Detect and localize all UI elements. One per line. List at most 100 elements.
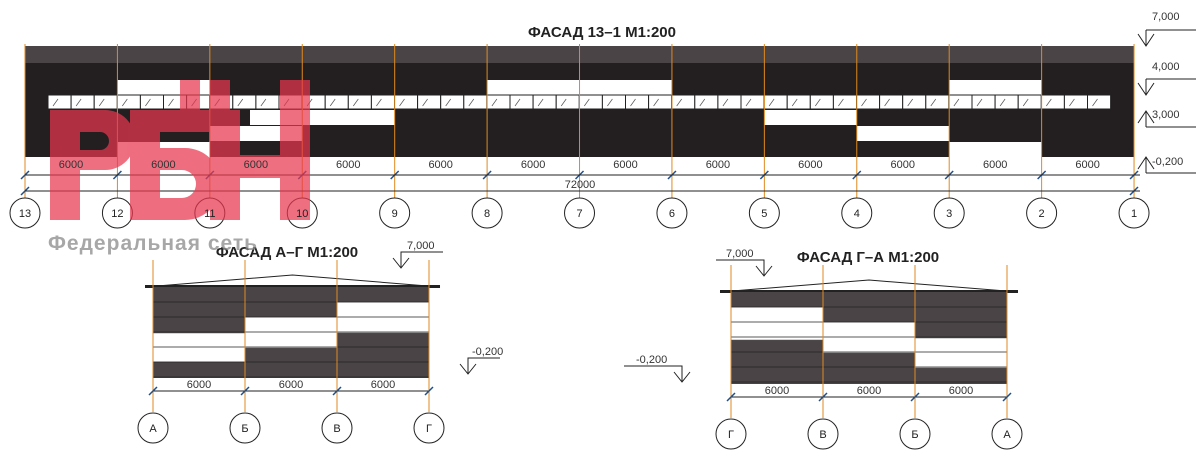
level-value: -0,200 [1152, 156, 1183, 168]
dimension-tick [332, 386, 342, 396]
white-panel [730, 306, 824, 341]
span-dimension: 6000 [949, 385, 973, 397]
watermark-logo [30, 70, 330, 240]
glass-hatch [168, 98, 174, 107]
window-pane [994, 94, 1019, 110]
glass-hatch [491, 98, 498, 107]
watermark-subtitle: Федеральная сеть [48, 232, 259, 255]
level-mark-top [716, 259, 773, 277]
axis-label: А [1003, 429, 1011, 441]
glass-hatch [584, 98, 590, 107]
dimension-tick [148, 386, 158, 396]
glass-hatch [1069, 98, 1075, 107]
glass-hatch [815, 98, 821, 107]
window-pane [925, 94, 950, 110]
axis-label: В [819, 429, 826, 441]
axis-bubble [748, 197, 780, 229]
white-panel [949, 142, 1042, 157]
glass-hatch [722, 98, 729, 107]
axis-bubble [807, 418, 839, 450]
level-mark-bottom [459, 357, 500, 375]
glass-hatch [537, 98, 544, 107]
window-pane [1063, 94, 1089, 110]
window-pane [509, 94, 534, 110]
span-dimension: 6000 [371, 379, 395, 391]
glass-hatch [122, 98, 128, 107]
dimension-tick [1002, 392, 1012, 402]
level-value-top: 7,000 [726, 248, 754, 260]
glass-hatch [422, 98, 428, 107]
window-pane [763, 94, 788, 110]
axis-bubble [137, 412, 169, 444]
level-marks: 7,000 4,000 3,000 -0,200 [1137, 11, 1196, 174]
level-value: 4,000 [1152, 61, 1180, 73]
window-pane [971, 94, 996, 110]
glass-hatch [838, 98, 844, 107]
facade-title: ФАСАД Г–А М1:200 [797, 249, 939, 266]
glass-hatch [399, 98, 405, 107]
axis-bubble [991, 418, 1023, 450]
span-dimension: 6000 [857, 385, 881, 397]
axis-label: Г [728, 429, 734, 441]
axis-label: Г [426, 423, 432, 435]
glass-hatch [884, 98, 890, 107]
glass-hatch [745, 98, 752, 107]
glass-hatch [1046, 98, 1052, 107]
white-panel [579, 80, 672, 95]
window-pane [370, 94, 395, 110]
axis-bubble [715, 418, 747, 450]
glass-hatch [976, 98, 983, 107]
glass-hatch [98, 98, 105, 107]
level-value: 3,000 [1152, 109, 1180, 121]
axis-bubble [564, 197, 596, 229]
glass-hatch [75, 98, 82, 107]
axis-bubble [1026, 197, 1058, 229]
window-pane [948, 94, 973, 110]
window-pane [578, 94, 603, 110]
roof-edge [720, 290, 1018, 293]
glass-hatch [630, 98, 636, 107]
level-value: 7,000 [1152, 11, 1180, 23]
window-pane [694, 94, 719, 110]
axis-bubble [1118, 197, 1150, 229]
total-dimension: 72000 [565, 179, 596, 191]
axis-bubble [471, 197, 503, 229]
window-pane [740, 94, 765, 110]
facade-title: ФАСАД 13–1 М1:200 [528, 24, 676, 41]
axis-bubble [229, 412, 261, 444]
glass-hatch [560, 98, 567, 107]
white-panel [302, 110, 395, 125]
window-pane [717, 94, 742, 110]
glass-hatch [329, 98, 336, 107]
window-pane [809, 94, 834, 110]
glass-hatch [861, 98, 867, 107]
axis-bubble [9, 197, 41, 229]
glass-hatch [445, 98, 451, 107]
window-pane [786, 94, 811, 110]
window-pane [440, 94, 465, 110]
glass-hatch [145, 98, 151, 107]
window-pane [879, 94, 904, 110]
span-dimension: 6000 [279, 379, 303, 391]
glass-hatch [930, 98, 937, 107]
glass-hatch [999, 98, 1006, 107]
glass-hatch [468, 98, 475, 107]
level-value-bottom: -0,200 [636, 354, 667, 366]
window-strip [47, 94, 1112, 110]
window-pane [394, 94, 419, 110]
axis-bubble [933, 197, 965, 229]
window-pane [671, 94, 696, 110]
axis-bubble [656, 197, 688, 229]
window-pane [347, 94, 372, 110]
dimension-tick [726, 392, 736, 402]
level-mark-bottom [624, 365, 691, 383]
white-panel [152, 332, 246, 363]
glass-hatch [52, 98, 59, 107]
roof-edge [145, 285, 440, 288]
window-pane [463, 94, 488, 110]
white-panel [487, 80, 580, 95]
glass-hatch [260, 98, 267, 107]
glass-hatch [1092, 98, 1098, 107]
level-mark-top [392, 251, 443, 269]
